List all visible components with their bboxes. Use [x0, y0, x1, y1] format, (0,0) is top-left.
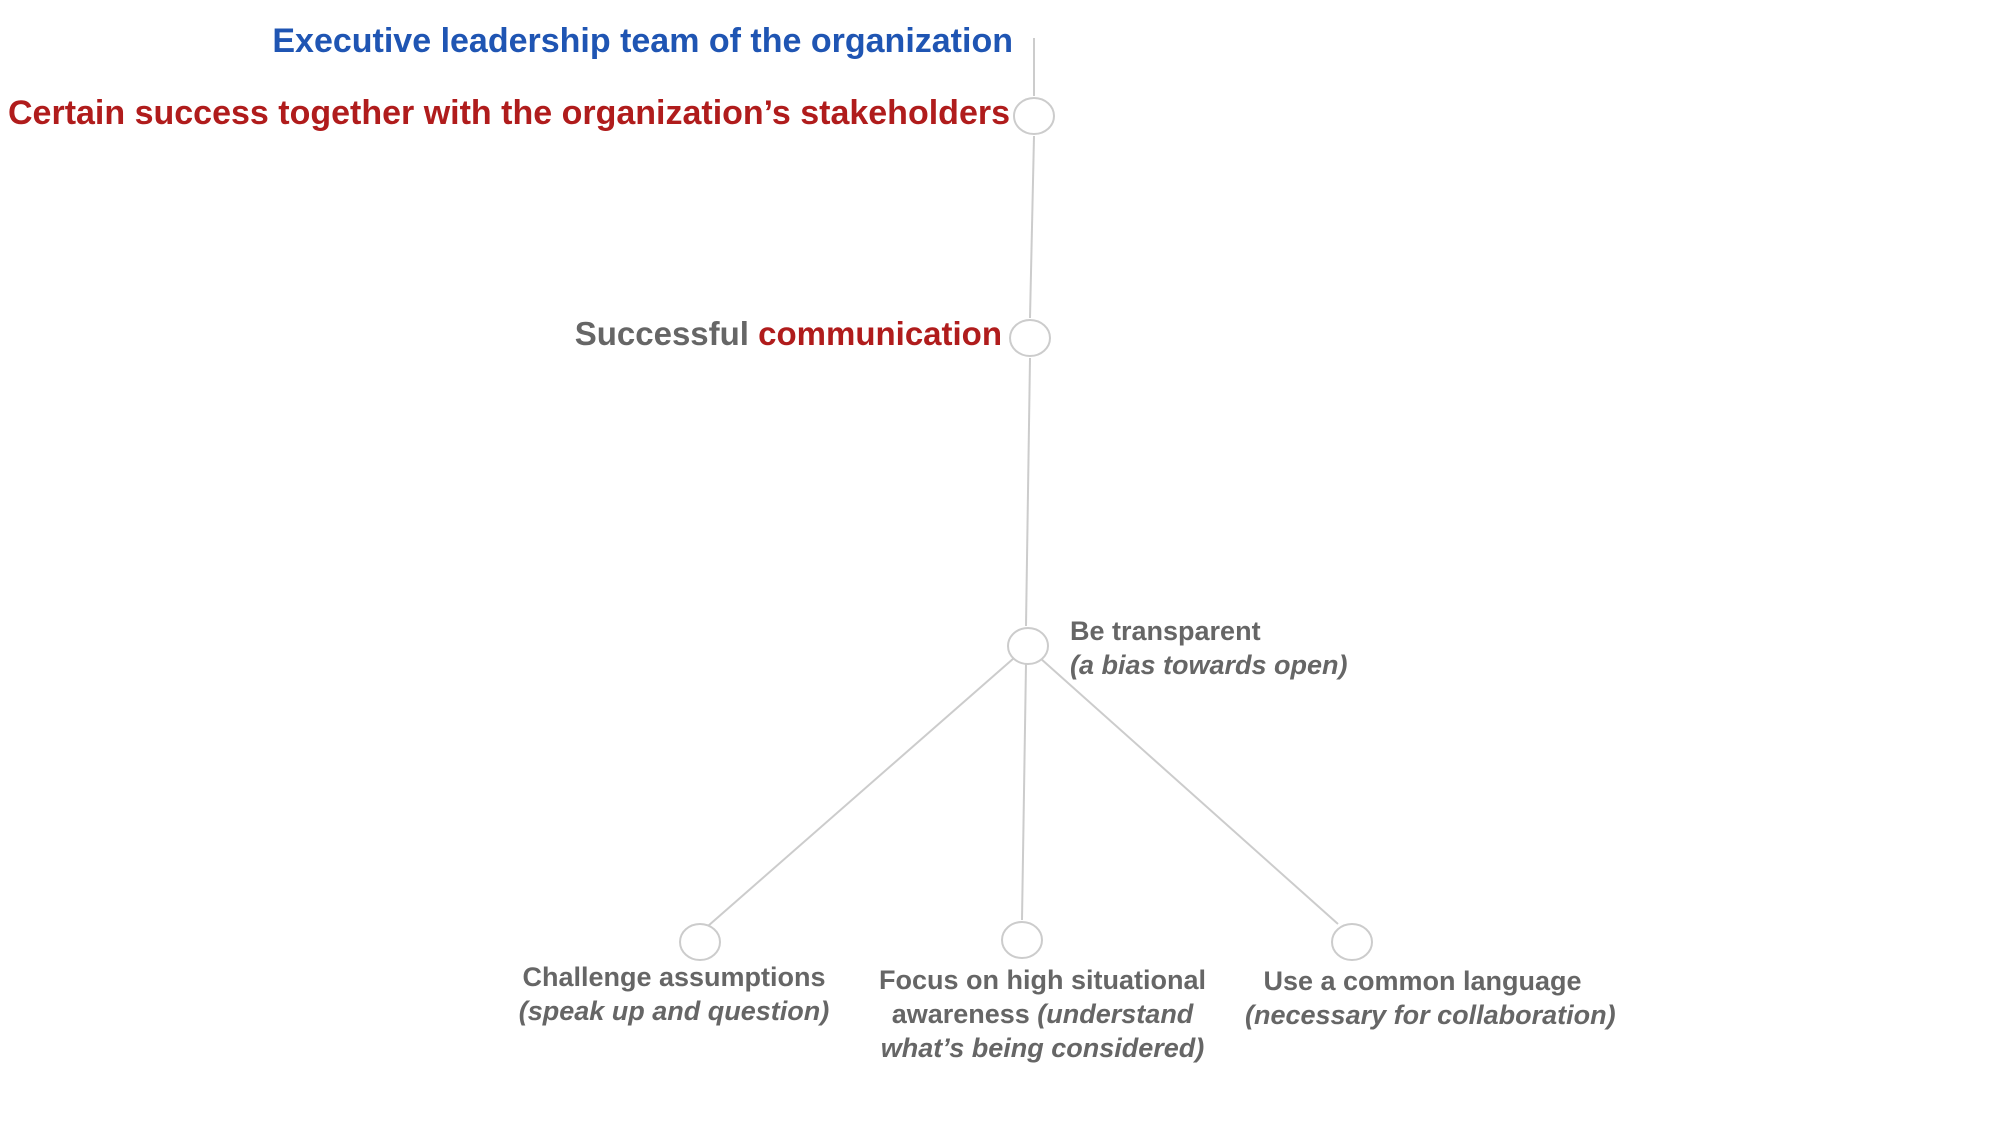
focus-subtitle-line2: what’s being considered) — [880, 1033, 1205, 1063]
transparency-node — [1007, 627, 1049, 665]
connector-communication-transparency — [1025, 357, 1031, 627]
connector-transparency-challenge — [707, 657, 1015, 927]
connector-goal-communication — [1029, 135, 1035, 319]
challenge-subtitle: (speak up and question) — [518, 996, 830, 1026]
communication-prefix: Successful — [574, 315, 759, 352]
language-title: Use a common language — [1263, 966, 1582, 996]
common-language-label: Use a common language (necessary for col… — [1245, 964, 1616, 1032]
goal-node — [1013, 97, 1055, 135]
goal-label: Certain success together with the organi… — [8, 94, 1010, 132]
focus-title-line2: awareness — [891, 999, 1038, 1029]
communication-accent: communication — [758, 315, 1002, 352]
challenge-assumptions-label: Challenge assumptions (speak up and ques… — [514, 960, 834, 1028]
challenge-title: Challenge assumptions — [522, 962, 826, 992]
language-subtitle: (necessary for collaboration) — [1245, 1000, 1616, 1030]
language-node — [1331, 923, 1373, 961]
connector-transparency-language — [1039, 657, 1339, 925]
communication-node — [1009, 319, 1051, 357]
challenge-node — [679, 923, 721, 961]
focus-subtitle-line1: (understand — [1037, 999, 1194, 1029]
situational-awareness-label: Focus on high situational awareness (und… — [870, 963, 1215, 1065]
focus-node — [1001, 921, 1043, 959]
focus-title-line1: Focus on high situational — [879, 965, 1206, 995]
leadership-team-title: Executive leadership team of the organiz… — [272, 22, 1013, 60]
communication-label: Successful communication — [575, 315, 1002, 353]
focus-title-line2-row: awareness (understand — [870, 997, 1215, 1031]
transparency-subtitle: (a bias towards open) — [1070, 650, 1348, 680]
connector-transparency-focus — [1021, 663, 1027, 921]
transparency-title: Be transparent — [1070, 616, 1261, 646]
transparency-label: Be transparent (a bias towards open) — [1070, 614, 1348, 682]
